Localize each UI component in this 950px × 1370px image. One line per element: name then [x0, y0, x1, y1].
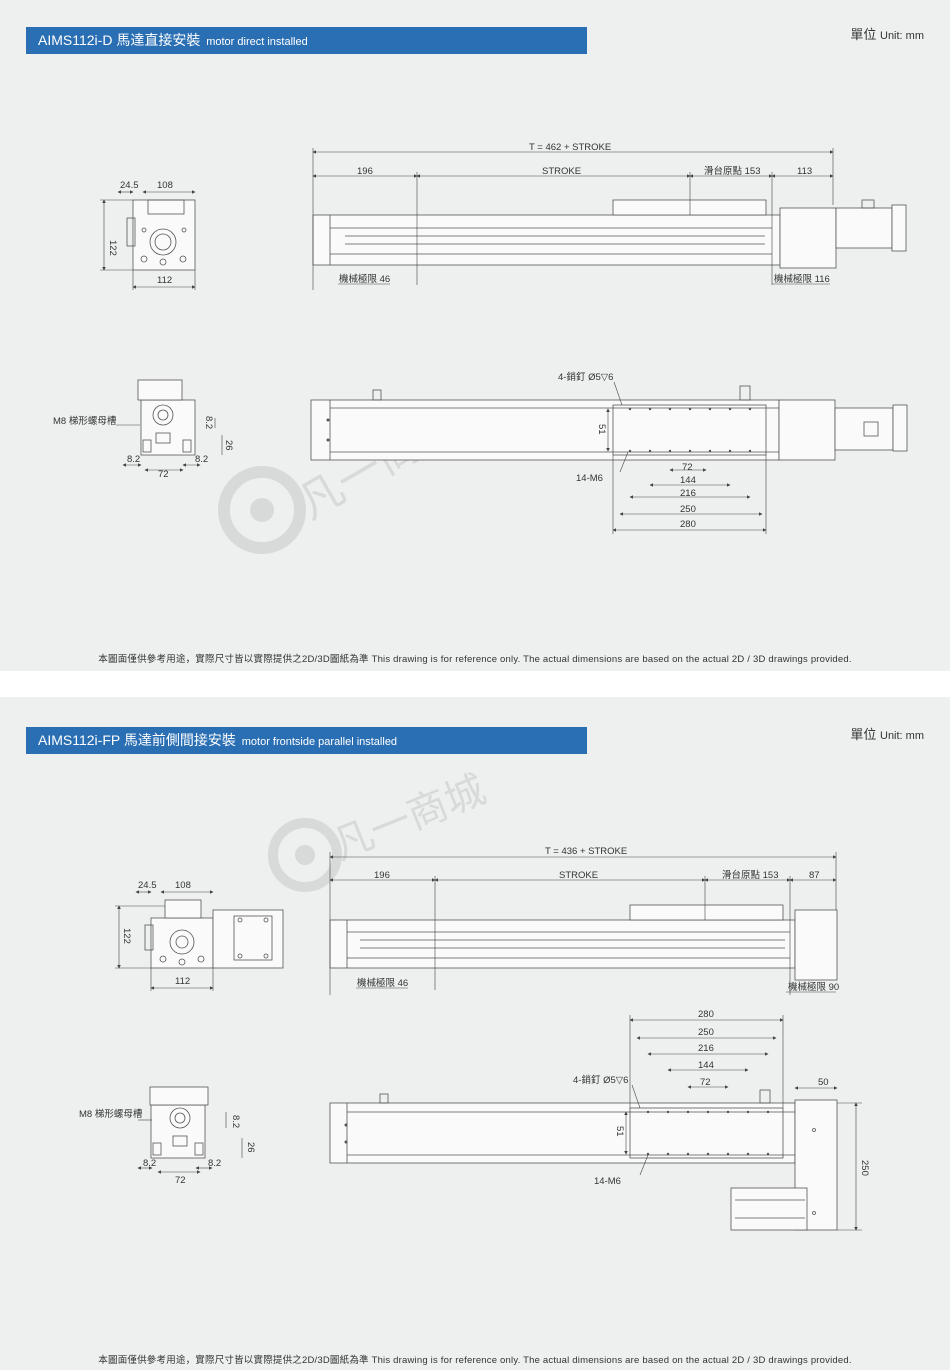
dim-slide-origin: 滑台原點 153: [704, 165, 761, 177]
s1-end-view: [126, 199, 196, 271]
dim-51: 51: [596, 424, 607, 435]
dim-112: 112: [157, 275, 172, 286]
dim-26: 26: [245, 1142, 256, 1153]
dim-250-vertical: 250: [859, 1160, 870, 1176]
dim-24-5: 24.5: [138, 880, 157, 891]
dim-280: 280: [680, 519, 696, 530]
section-1-panel: [0, 0, 950, 671]
dim-total: T = 462 + STROKE: [529, 142, 611, 153]
dim-stroke: STROKE: [559, 870, 598, 881]
dim-8-2-left: 8.2: [143, 1158, 156, 1169]
s1-section-view: [137, 379, 196, 456]
dim-slide-origin: 滑台原點 153: [722, 869, 779, 881]
s1-side-dims: [312, 148, 834, 290]
dim-8-2-v: 8.2: [230, 1115, 241, 1128]
dim-26: 26: [223, 440, 234, 451]
dim-280: 280: [698, 1009, 714, 1020]
s2-top-dims: [624, 1015, 862, 1231]
s1-top-dims: [606, 381, 767, 534]
dim-8-2-right: 8.2: [208, 1158, 221, 1169]
dim-50: 50: [818, 1077, 829, 1088]
s2-holes: [344, 1110, 770, 1156]
s1-section-dims: [116, 418, 223, 472]
unit-value: Unit: mm: [880, 730, 924, 742]
dim-196: 196: [374, 870, 390, 881]
section-1-title-bar: AIMS112i-D 馬達直接安裝 motor direct installed: [26, 27, 587, 54]
section-2-footer: 本圖面僅供參考用途，實際尺寸皆以實際提供之2D/3D圖紙為準 This draw…: [98, 1355, 852, 1366]
dim-24-5: 24.5: [120, 180, 139, 191]
dim-72: 72: [158, 469, 169, 480]
section-2-title-bar: AIMS112i-FP 馬達前側間接安裝 motor frontside par…: [26, 727, 587, 754]
pin-label: 4-銷釘 Ø5▽6: [573, 1074, 628, 1086]
tap-label: 14-M6: [576, 473, 603, 484]
dim-108: 108: [157, 180, 173, 191]
dim-stroke: STROKE: [542, 166, 581, 177]
dim-87: 87: [809, 870, 820, 881]
s2-side-view: [329, 904, 838, 981]
section-2-unit: 單位 Unit: mm: [850, 724, 924, 743]
dim-72: 72: [175, 1175, 186, 1186]
dim-8-2-left: 8.2: [127, 454, 140, 465]
section-1-title: AIMS112i-D 馬達直接安裝: [38, 32, 201, 48]
dim-8-2-right: 8.2: [195, 454, 208, 465]
dim-8-2-v: 8.2: [203, 416, 214, 429]
tap-label: 14-M6: [594, 1176, 621, 1187]
dim-196: 196: [357, 166, 373, 177]
mech-limit-right: 機械極限 116: [774, 273, 830, 285]
s2-end-dims: [115, 890, 214, 991]
s2-section-dims: [137, 1112, 243, 1174]
mech-limit-left: 機械極限 46: [339, 273, 390, 285]
s2-section-view: [149, 1086, 209, 1159]
dim-250: 250: [698, 1027, 714, 1038]
dim-144: 144: [698, 1060, 714, 1071]
unit-value: Unit: mm: [880, 30, 924, 42]
watermark: 凡一商城 凡一商城: [218, 397, 493, 892]
dim-72: 72: [682, 462, 693, 473]
nut-slot-label: M8 梯形螺母槽: [53, 415, 117, 427]
dim-108: 108: [175, 880, 191, 891]
section-1-footer: 本圖面僅供參考用途，實際尺寸皆以實際提供之2D/3D圖紙為準 This draw…: [98, 654, 852, 665]
dim-72: 72: [700, 1077, 711, 1088]
mech-limit-left: 機械極限 46: [357, 977, 408, 989]
section-2-subtitle: motor frontside parallel installed: [241, 736, 398, 748]
mech-limit-right: 機械極限 90: [788, 981, 839, 993]
s2-side-dims: [329, 852, 837, 995]
unit-label: 單位: [850, 27, 877, 42]
dim-144: 144: [680, 475, 696, 486]
pin-label: 4-銷釘 Ø5▽6: [558, 371, 613, 383]
s2-end-view: [144, 899, 284, 969]
nut-slot-label: M8 梯形螺母槽: [79, 1108, 143, 1120]
section-separator: [0, 671, 950, 697]
dim-113: 113: [797, 166, 812, 177]
section-2-title: AIMS112i-FP 馬達前側間接安裝: [38, 732, 236, 748]
dim-total: T = 436 + STROKE: [545, 846, 627, 857]
section-2-panel: [0, 697, 950, 1370]
unit-label: 單位: [850, 727, 877, 742]
s1-holes: [326, 407, 752, 453]
s1-top-view: [310, 385, 908, 461]
dim-216: 216: [698, 1043, 714, 1054]
dim-112: 112: [175, 976, 190, 987]
dim-216: 216: [680, 488, 696, 499]
s1-side-view: [312, 199, 907, 269]
dim-250: 250: [680, 504, 696, 515]
watermark-text: 凡一商城: [327, 767, 493, 870]
dim-122: 122: [121, 928, 132, 944]
s1-end-dims: [100, 190, 196, 290]
section-1-unit: 單位 Unit: mm: [850, 24, 924, 43]
section-1-subtitle: motor direct installed: [206, 36, 308, 48]
s2-top-view: [329, 1089, 838, 1231]
dim-51: 51: [614, 1126, 625, 1137]
dim-122: 122: [107, 240, 118, 256]
